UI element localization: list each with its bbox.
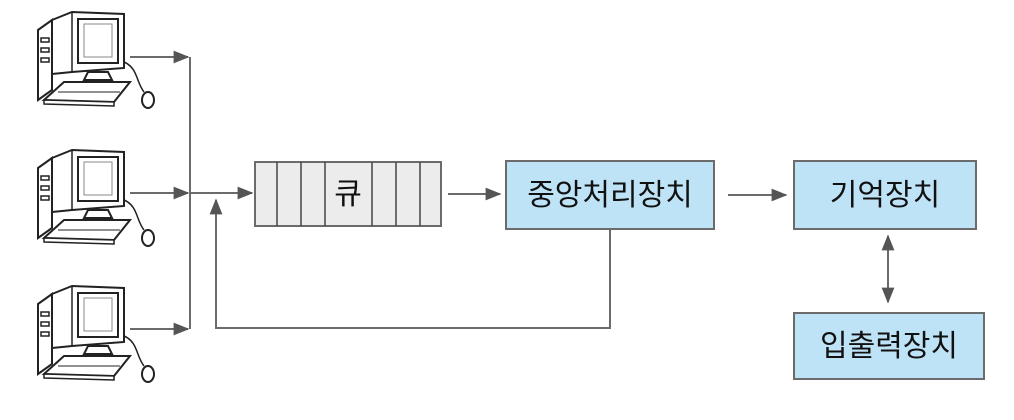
computer-terminal-icon: [37, 285, 155, 383]
cpu-label: 중앙처리장치: [527, 178, 693, 213]
queue-box: 큐: [254, 161, 442, 227]
io-label: 입출력장치: [820, 329, 958, 364]
memory-box: 기억장치: [793, 160, 977, 230]
computer-terminal-icon: [37, 11, 155, 109]
computer-terminal-icon: [37, 149, 155, 247]
memory-label: 기억장치: [830, 178, 940, 213]
queue-label: 큐: [334, 177, 362, 212]
cpu-box: 중앙처리장치: [505, 160, 715, 230]
io-box: 입출력장치: [793, 312, 985, 380]
cpu-feedback-arrow: [209, 198, 611, 329]
